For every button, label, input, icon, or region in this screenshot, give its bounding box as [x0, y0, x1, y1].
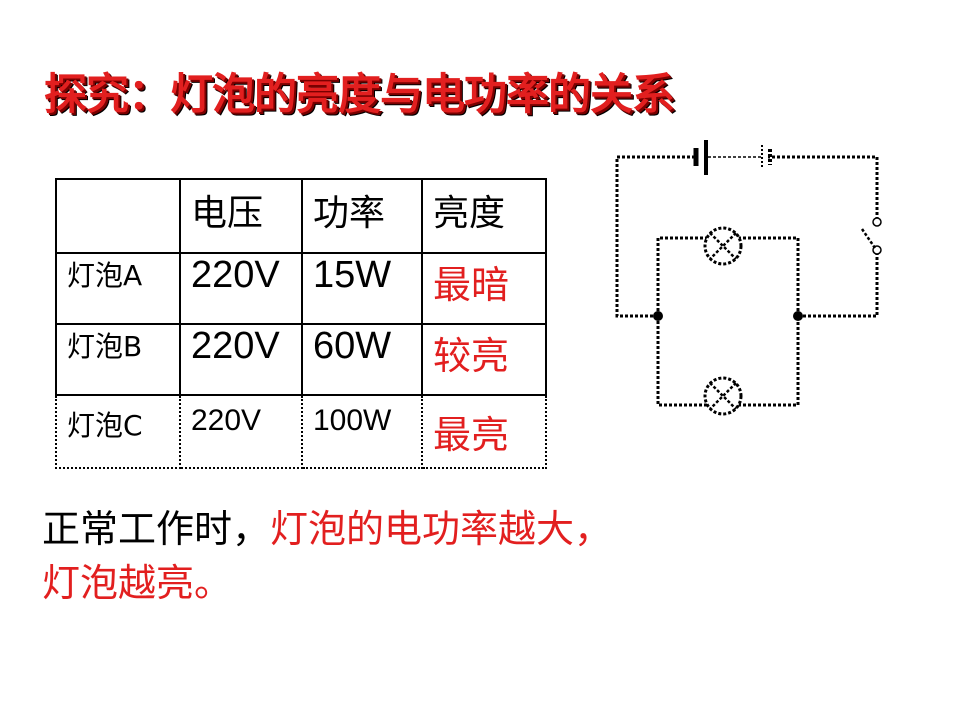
bulb-brightness: 最亮	[433, 413, 510, 457]
bulb-brightness: 较亮	[433, 334, 510, 378]
header-power-label: 功率	[313, 193, 386, 234]
battery-icon	[693, 140, 772, 175]
conclusion-condition: 正常工作时，	[42, 507, 271, 551]
table-header-empty	[55, 178, 181, 254]
switch-icon	[860, 217, 882, 255]
lamp-icon	[703, 226, 743, 266]
table-header-row: 电压 功率 亮度	[55, 178, 547, 254]
bulb-power: 100W	[313, 404, 392, 437]
conclusion-line-2: 灯泡越亮。	[42, 558, 232, 608]
conclusion-brightness: 灯泡越亮。	[42, 561, 233, 605]
bulb-table: 电压 功率 亮度 灯泡A 220V 15W 最暗 灯泡B 220V 60W 较亮…	[55, 178, 547, 469]
table-header-brightness: 亮度	[421, 178, 547, 254]
bulb-name: 灯泡B	[67, 330, 143, 363]
table-header-power: 功率	[301, 178, 423, 254]
table-row: 灯泡A 220V 15W 最暗	[55, 252, 547, 325]
bulb-name: 灯泡A	[67, 259, 143, 292]
page-title: 探究：灯泡的亮度与电功率的关系	[44, 70, 675, 120]
bulb-power: 15W	[313, 254, 392, 296]
conclusion-line-1: 正常工作时，灯泡的电功率越大，	[42, 504, 612, 554]
bulb-power: 60W	[313, 325, 392, 367]
junction-dot	[793, 311, 803, 321]
lamp-icon	[703, 376, 743, 416]
bulb-brightness: 最暗	[433, 263, 510, 307]
bulb-voltage: 220V	[191, 325, 280, 367]
table-header-voltage: 电压	[179, 178, 303, 254]
bulb-voltage: 220V	[191, 254, 280, 296]
bulb-voltage: 220V	[191, 404, 262, 437]
circuit-diagram	[615, 140, 882, 416]
table-row: 灯泡B 220V 60W 较亮	[55, 323, 547, 396]
conclusion-power: 灯泡的电功率越大，	[270, 507, 613, 551]
header-voltage-label: 电压	[191, 193, 264, 234]
bulb-name: 灯泡C	[67, 409, 143, 442]
junction-dot	[653, 311, 663, 321]
header-brightness-label: 亮度	[433, 193, 506, 234]
table-row: 灯泡C 220V 100W 最亮	[55, 394, 547, 469]
